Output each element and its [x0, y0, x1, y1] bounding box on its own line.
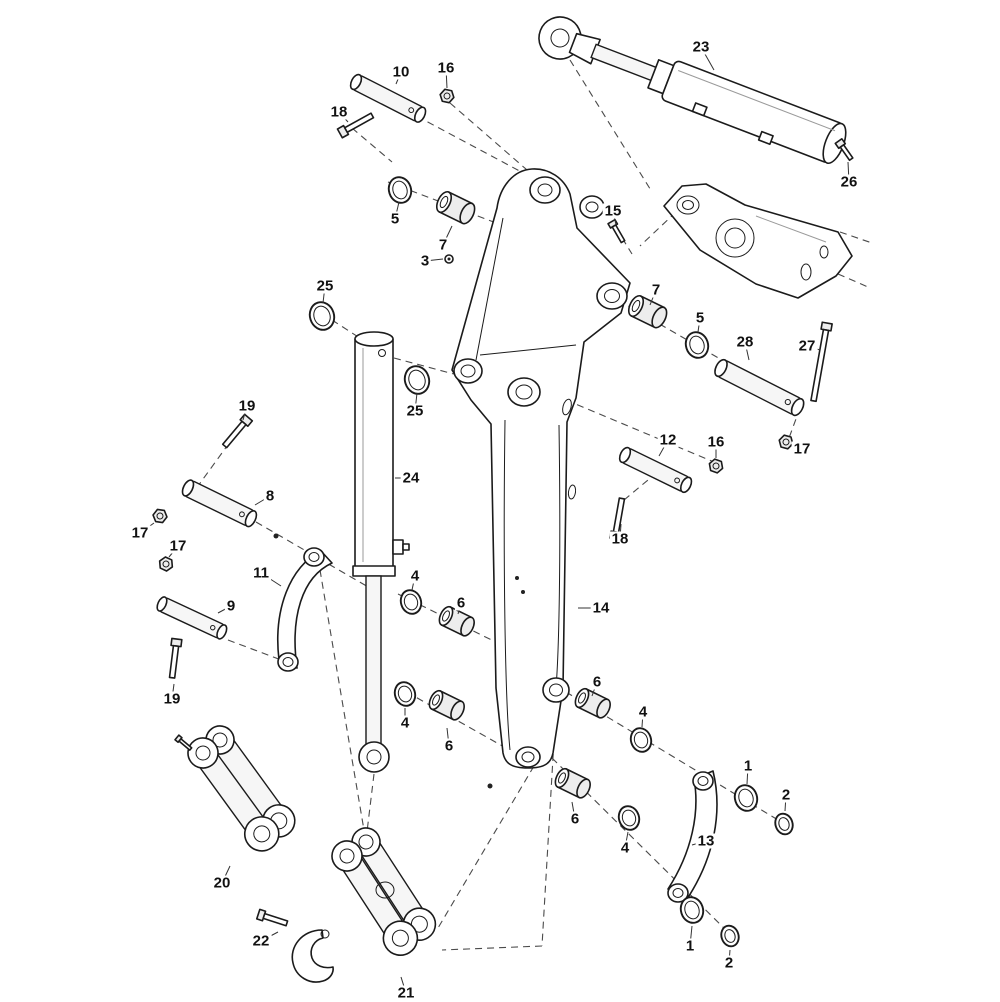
part-number-label: 18: [328, 103, 350, 121]
nut-16-b: [708, 458, 724, 474]
part-number-label: 26: [838, 173, 860, 191]
part-number-label: 25: [314, 277, 336, 295]
part-number-label: 6: [568, 810, 582, 828]
ring-4-c: [629, 727, 653, 753]
part-number-label: 13: [695, 832, 717, 850]
ring-5-b: [684, 331, 710, 359]
part-number-label: 24: [400, 469, 422, 487]
part-number-label: 17: [129, 524, 151, 542]
shackle-22: [291, 929, 334, 983]
part-number-label: 11: [251, 564, 271, 582]
detail-dot: [273, 533, 279, 539]
ring-1-b: [679, 896, 705, 924]
pin-8: [181, 479, 258, 528]
bushing-6-c: [574, 687, 611, 719]
bushing-7-b: [627, 294, 668, 329]
bolt-18-a: [336, 112, 375, 139]
dipper-arm-14: [451, 168, 631, 769]
part-number-label: 4: [398, 714, 412, 732]
part-number-label: 5: [693, 309, 707, 327]
plug-3: [444, 254, 454, 264]
ring-4-d: [617, 805, 641, 831]
ring-25-b: [403, 365, 431, 395]
part-number-label: 4: [408, 567, 422, 585]
ring-2-a: [774, 812, 794, 836]
nut-17-a: [152, 508, 168, 524]
part-number-label: 17: [167, 537, 189, 555]
part-number-label: 14: [590, 599, 612, 617]
pin-9: [156, 596, 228, 640]
part-number-label: 19: [236, 397, 258, 415]
bolt-19-b: [168, 637, 183, 679]
part-number-label: 10: [390, 63, 412, 81]
bolt-27: [810, 321, 833, 403]
nut-16-a: [439, 88, 455, 104]
part-number-label: 2: [779, 786, 793, 804]
part-number-label: 8: [263, 487, 277, 505]
ring-25-a: [308, 301, 336, 331]
part-number-label: 6: [590, 673, 604, 691]
nut-17-b: [158, 556, 174, 572]
boom-bracket: [663, 183, 853, 299]
part-number-label: 22: [250, 932, 272, 950]
bushing-6-a: [438, 605, 475, 637]
ring-2-b: [720, 924, 740, 948]
part-number-label: 20: [211, 874, 233, 892]
part-number-label: 9: [224, 597, 238, 615]
pin-28: [714, 358, 805, 417]
ring-4-a: [399, 589, 423, 615]
part-number-label: 19: [161, 690, 183, 708]
part-number-label: 1: [741, 757, 755, 775]
part-number-label: 6: [454, 594, 468, 612]
bolt-19-a: [221, 413, 254, 449]
link-assembly-20: [174, 725, 296, 852]
part-number-label: 28: [734, 333, 756, 351]
ring-1-a: [733, 784, 759, 812]
bolt-26: [834, 137, 854, 162]
pin-10: [349, 73, 427, 123]
part-number-label: 12: [657, 431, 679, 449]
bushing-6-b: [428, 689, 465, 721]
link-assembly-21: [331, 827, 437, 956]
bushing-7-a: [435, 190, 476, 225]
side-link-11: [277, 547, 333, 672]
part-number-label: 16: [705, 433, 727, 451]
part-number-label: 25: [404, 402, 426, 420]
part-number-label: 4: [636, 703, 650, 721]
part-number-label: 1: [683, 937, 697, 955]
part-number-label: 23: [690, 38, 712, 56]
part-number-label: 3: [418, 252, 432, 270]
arm-cylinder-24: [352, 331, 410, 773]
part-number-label: 4: [618, 839, 632, 857]
part-number-label: 21: [395, 984, 417, 1002]
ring-4-b: [393, 681, 417, 707]
part-number-label: 2: [722, 954, 736, 972]
part-number-label: 16: [435, 59, 457, 77]
ring-5-a: [387, 176, 413, 204]
part-number-label: 7: [649, 281, 663, 299]
nut-17-c: [778, 434, 794, 450]
part-number-label: 18: [609, 530, 631, 548]
part-number-label: 27: [796, 337, 818, 355]
pin-12: [618, 446, 693, 494]
bushing-6-d: [554, 767, 591, 799]
part-number-label: 15: [602, 202, 624, 220]
part-number-label: 6: [442, 737, 456, 755]
part-number-label: 5: [388, 210, 402, 228]
part-number-label: 17: [791, 440, 813, 458]
part-number-label: 7: [436, 236, 450, 254]
side-link-13: [667, 770, 718, 903]
bolt-22: [255, 908, 289, 927]
detail-dot: [487, 783, 493, 789]
bucket-cylinder-23: [538, 16, 847, 165]
